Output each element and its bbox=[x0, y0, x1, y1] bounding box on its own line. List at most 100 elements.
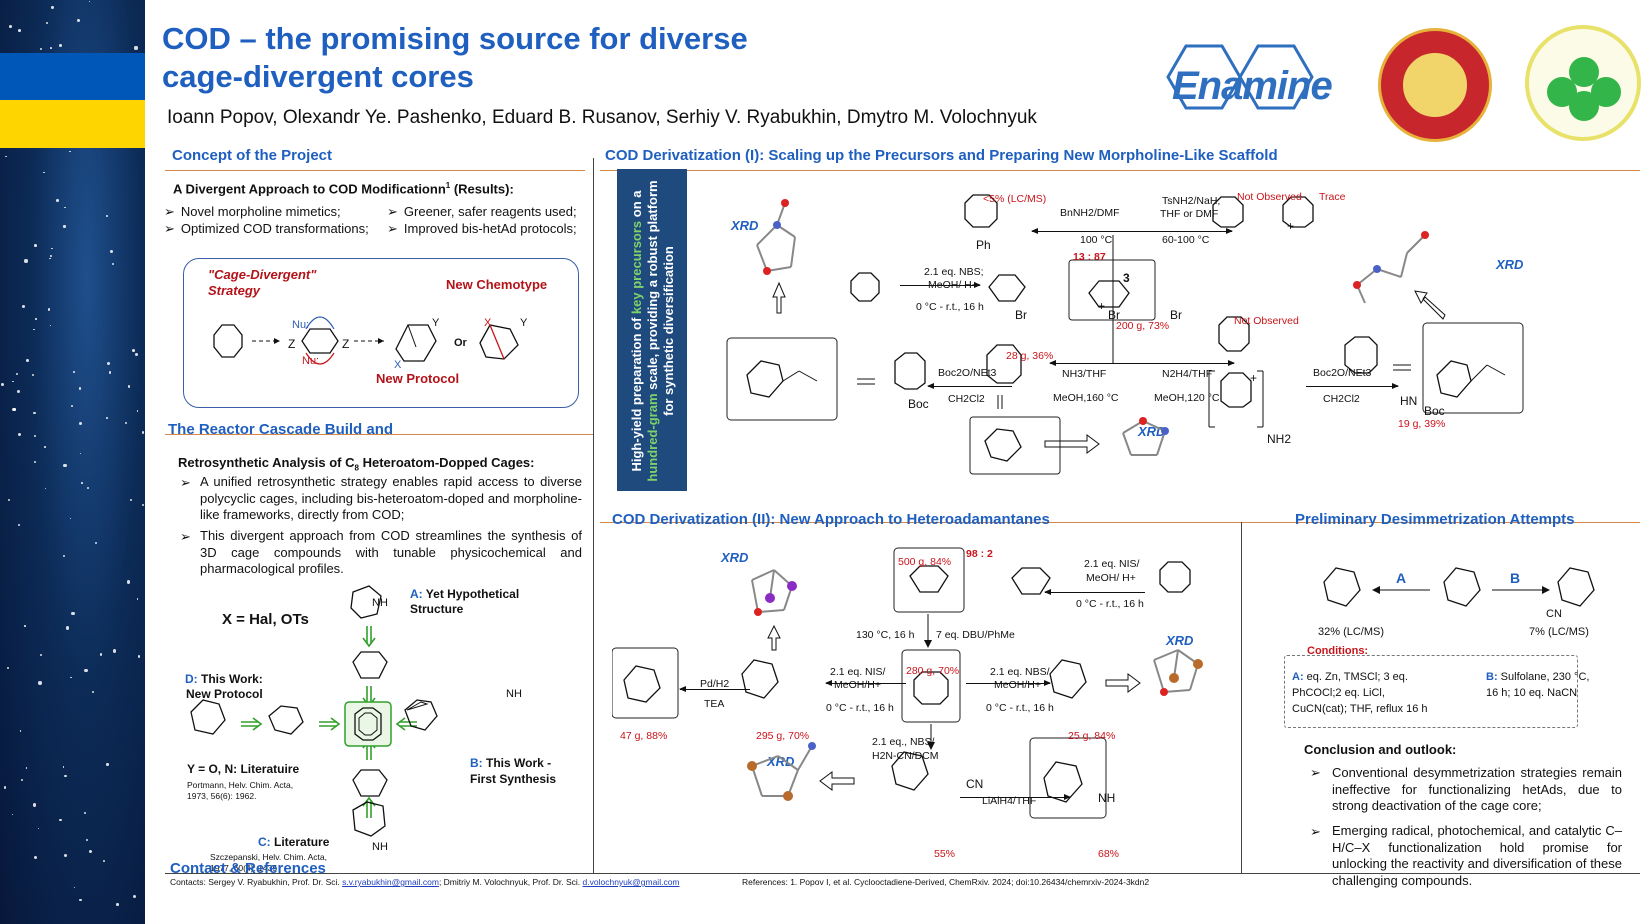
br-label: Br bbox=[1108, 308, 1120, 322]
star bbox=[11, 814, 13, 816]
reactor-heading: The Reactor Cascade Build and bbox=[168, 421, 394, 438]
star bbox=[80, 453, 82, 455]
condition-text: 2.1 eq. NBS/ bbox=[990, 666, 1050, 678]
new-chemotype-label: New Chemotype bbox=[446, 277, 548, 292]
condition-text: 0 °C - r.t., 16 h bbox=[916, 301, 984, 313]
strategy-box: "Cage-Divergent" Strategy New Chemotype … bbox=[183, 258, 579, 408]
new-protocol-label: New Protocol bbox=[376, 371, 460, 386]
condition-text: TEA bbox=[704, 698, 725, 710]
star bbox=[78, 387, 82, 391]
star bbox=[64, 206, 66, 209]
ph-label: Ph bbox=[976, 238, 991, 252]
star bbox=[33, 434, 37, 438]
condition-text: THF or DMF bbox=[1160, 208, 1219, 220]
star bbox=[71, 611, 75, 615]
yield-label: 55% bbox=[934, 848, 956, 860]
route-c-label: C: Literature bbox=[258, 835, 330, 849]
condition-text: CH2Cl2 bbox=[948, 393, 985, 405]
email-link[interactable]: s.v.ryabukhin@gmail.com bbox=[342, 877, 439, 887]
ref-d: Portmann, Helv. Chim. Acta, bbox=[187, 780, 294, 790]
plus-sign: + bbox=[1098, 299, 1106, 313]
star bbox=[51, 6, 54, 9]
condition-text: 2.1 eq. NIS/ bbox=[830, 666, 886, 678]
condition-text: Boc2O/NEt3 bbox=[1313, 367, 1372, 379]
condition-text: 2.1 eq. NIS/ bbox=[1084, 558, 1140, 570]
condition-text: Boc2O/NEt3 bbox=[938, 367, 997, 379]
nu-label: Nu: bbox=[292, 319, 310, 331]
condition-text: 0 °C - r.t., 16 h bbox=[1076, 598, 1144, 610]
star bbox=[33, 460, 37, 464]
condition-text: MeOH/ H+ bbox=[928, 279, 978, 291]
star bbox=[50, 47, 53, 49]
star bbox=[131, 349, 135, 352]
reaction-arrow bbox=[1044, 589, 1145, 595]
star bbox=[73, 886, 75, 888]
star bbox=[69, 517, 72, 520]
star bbox=[50, 324, 52, 327]
star bbox=[91, 690, 94, 693]
or-label: Or bbox=[454, 337, 467, 349]
star bbox=[5, 155, 7, 158]
star bbox=[137, 655, 141, 658]
star bbox=[39, 48, 43, 51]
star bbox=[8, 25, 12, 29]
star bbox=[89, 0, 91, 3]
star bbox=[56, 198, 59, 202]
star bbox=[4, 786, 7, 789]
star bbox=[38, 681, 42, 685]
cn-label: CN bbox=[966, 777, 984, 791]
authors: Ioann Popov, Olexandr Ye. Pashenko, Edua… bbox=[167, 107, 1037, 128]
reactor-subheading: Retrosynthetic Analysis of C8 Heteroatom… bbox=[178, 455, 535, 473]
star bbox=[106, 763, 109, 766]
desym-yield: 7% (LC/MS) bbox=[1529, 626, 1589, 638]
xrd-label: XRD bbox=[731, 218, 759, 233]
boc-label: Boc bbox=[908, 397, 929, 411]
reaction-arrow bbox=[679, 686, 750, 692]
ratio-label: 98 : 2 bbox=[966, 548, 993, 560]
condition-text: MeOH/H+ bbox=[834, 679, 881, 691]
route-a-label-2: Structure bbox=[410, 602, 464, 616]
star bbox=[59, 818, 62, 821]
cond-a: A: eq. Zn, TMSCl; 3 eq. bbox=[1292, 671, 1408, 683]
star bbox=[31, 374, 34, 377]
compound-number: 3 bbox=[1123, 271, 1130, 285]
star bbox=[46, 22, 49, 25]
yield-label: 500 g, 84% bbox=[898, 556, 952, 568]
ukraine-flag-yellow bbox=[0, 100, 145, 148]
nu-label: Nu: bbox=[302, 355, 320, 367]
conclusion-heading: Conclusion and outlook: bbox=[1304, 742, 1457, 757]
star bbox=[62, 766, 65, 768]
star bbox=[135, 353, 139, 357]
desym-scheme bbox=[1323, 567, 1595, 607]
plus-sign: + bbox=[1287, 219, 1295, 233]
star bbox=[124, 421, 128, 425]
plus-sign: + bbox=[1250, 371, 1258, 385]
star bbox=[126, 580, 131, 584]
nh-label: NH bbox=[372, 597, 388, 609]
conditions-box bbox=[1284, 655, 1578, 728]
star bbox=[7, 499, 10, 502]
star bbox=[65, 626, 69, 630]
condition-text: CH2Cl2 bbox=[1323, 393, 1360, 405]
deriv2-scheme bbox=[612, 547, 1203, 819]
concept-bullet: Optimized COD transformations; bbox=[164, 221, 369, 237]
star bbox=[116, 903, 119, 906]
yield-label: 200 g, 73% bbox=[1116, 320, 1170, 332]
reaction-arrow bbox=[1114, 228, 1233, 234]
route-d-label-2: New Protocol bbox=[186, 687, 263, 701]
star bbox=[141, 431, 145, 435]
star bbox=[50, 255, 53, 257]
star bbox=[69, 150, 71, 153]
email-link[interactable]: d.volochnyuk@gmail.com bbox=[582, 877, 680, 887]
star bbox=[111, 262, 115, 266]
xrd-label: XRD bbox=[1166, 633, 1194, 648]
rule bbox=[165, 170, 585, 171]
star bbox=[76, 19, 80, 23]
star bbox=[88, 850, 92, 854]
yield-label: 47 g, 88% bbox=[620, 730, 668, 742]
star bbox=[105, 417, 108, 419]
enamine-logo: Enamine bbox=[1158, 34, 1348, 120]
star bbox=[45, 487, 47, 489]
condition-text: MeOH/H+ bbox=[994, 679, 1041, 691]
star bbox=[20, 779, 24, 782]
